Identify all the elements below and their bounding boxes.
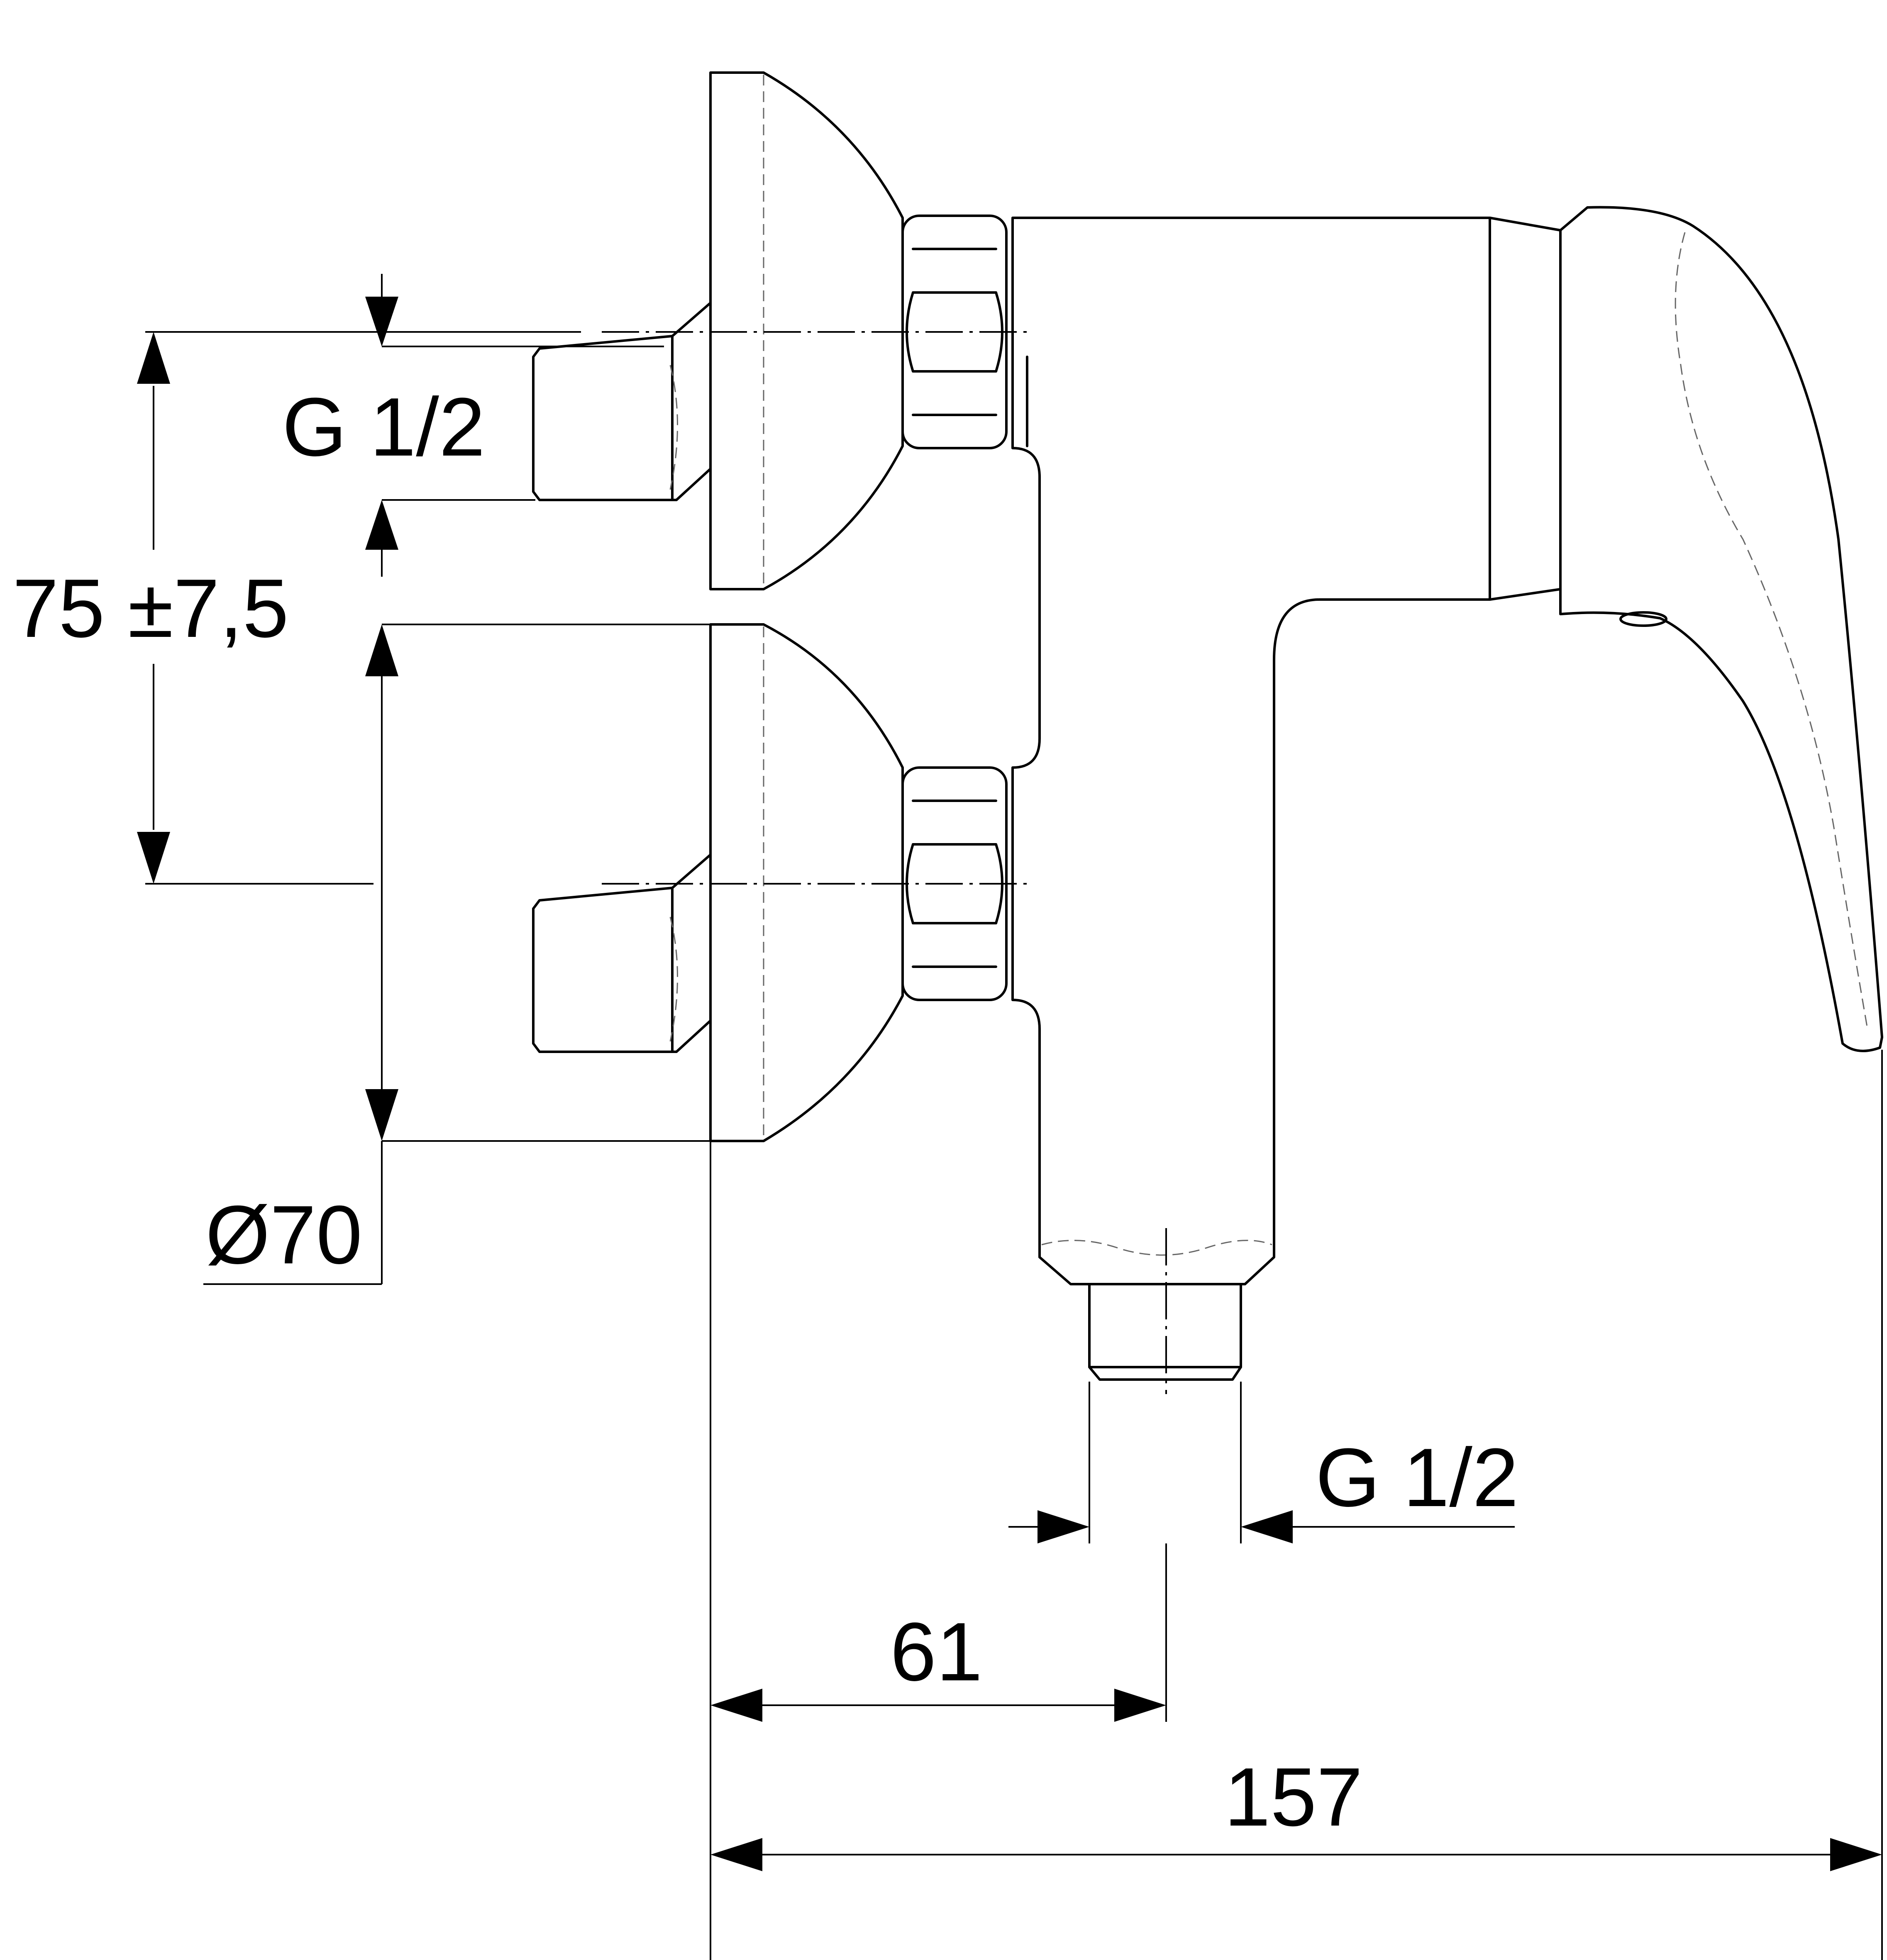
lower-inlet-pipe bbox=[532, 853, 712, 1053]
outlet-nipple bbox=[1088, 1283, 1242, 1381]
mixer-body bbox=[1011, 217, 1491, 1285]
lower-escutcheon bbox=[709, 623, 904, 1142]
dimension-inlet-thread: G 1/2 bbox=[282, 274, 664, 577]
lever-handle bbox=[1559, 206, 1883, 1052]
inlet-spacing-label: 75 ±7,5 bbox=[12, 562, 289, 655]
cover-diameter-label: Ø70 bbox=[205, 1189, 362, 1281]
outlet-thread-label: G 1/2 bbox=[1316, 1431, 1518, 1524]
dimension-outlet-thread: G 1/2 bbox=[1008, 1382, 1518, 1543]
overall-depth-label: 157 bbox=[1224, 1751, 1363, 1843]
handle-collar bbox=[1489, 217, 1562, 601]
inlet-thread-label: G 1/2 bbox=[282, 381, 485, 473]
dimension-outlet-offset: 61 bbox=[710, 1141, 1167, 1960]
upper-inlet-pipe bbox=[532, 302, 712, 501]
dimension-inlet-spacing: 75 ±7,5 bbox=[12, 331, 581, 885]
dimension-cover-diameter: Ø70 bbox=[203, 624, 710, 1285]
upper-escutcheon bbox=[709, 71, 904, 590]
outlet-offset-label: 61 bbox=[890, 1606, 982, 1698]
center-lines bbox=[602, 331, 1167, 1394]
dimension-overall-depth: 157 bbox=[710, 1050, 1883, 1960]
